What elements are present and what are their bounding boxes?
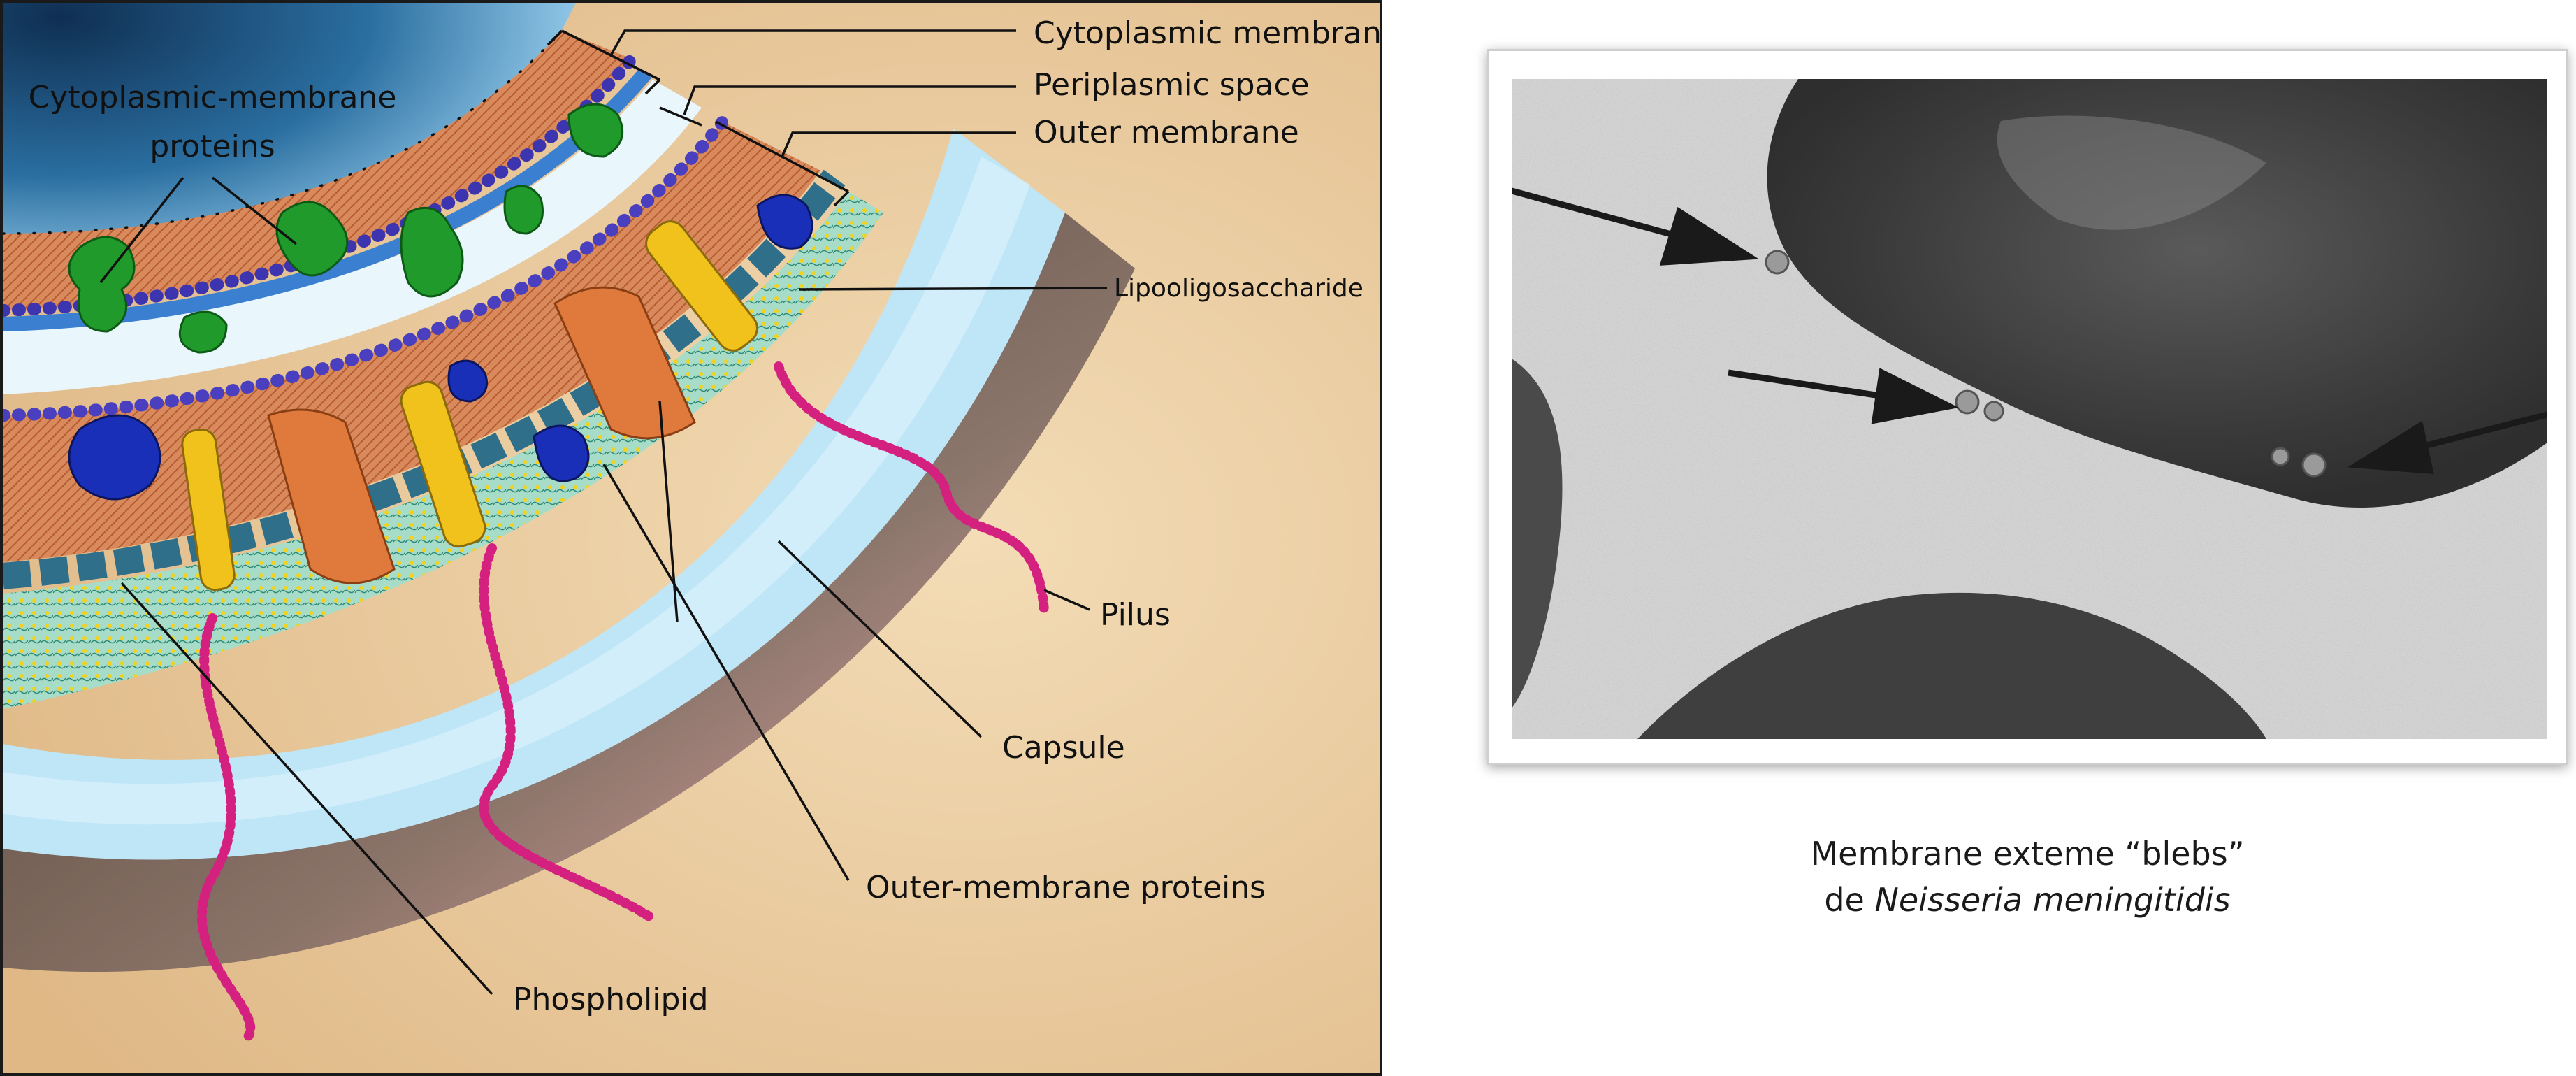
leader-outer-membrane-proteins-a [602,464,850,881]
porins-orange [267,286,696,584]
bacterium-lower [1637,592,2266,739]
label-phospholipid: Phospholipid [513,982,709,1017]
porins-yellow [181,220,758,591]
cm-heads-outer [3,29,563,235]
leader-pilus [1043,589,1090,611]
om-heads-outer [3,115,729,422]
label-outer-membrane: Outer membrane [1034,115,1299,150]
outer-membrane-proteins-blue [68,194,813,501]
electron-micrograph [1512,79,2547,739]
leader-outer-membrane-proteins-b [658,401,679,622]
micrograph-caption: Membrane exteme “blebs” de Neisseria men… [1487,831,2568,923]
caption-prefix: de [1824,881,1865,919]
caption-species: Neisseria meningitidis [1874,881,2231,919]
bacterium-upper-texture [1997,115,2266,230]
bacterium-left [1512,359,1563,708]
bacterium-upper [1767,79,2547,508]
label-capsule: Capsule [1002,730,1125,766]
membrane-blebs [1765,250,2327,478]
label-periplasmic-space: Periplasmic space [1034,67,1310,103]
leader-lipooligosaccharide [799,287,1108,291]
leader-capsule [777,540,983,738]
arrow-2 [1728,369,1904,403]
bacterial-envelope-diagram: Cytoplasmic membrane Periplasmic space O… [0,0,1382,1076]
label-cm-proteins-line2: proteins [150,129,275,164]
label-lipooligosaccharide: Lipooligosaccharide [1114,274,1363,303]
arrow-1-head [1659,207,1759,266]
periplasmic-space [3,80,702,394]
caption-line-2: de Neisseria meningitidis [1487,877,2568,923]
bracket-periplasmic-space [659,106,702,127]
pili [197,361,1049,1042]
om-lps-core [3,169,846,589]
electron-micrograph-frame [1487,49,2568,765]
label-pilus: Pilus [1100,597,1171,633]
leader-periplasmic-space [683,85,1016,115]
arrow-2-head [1871,368,1959,424]
arrow-3-head [2347,420,2434,474]
capsule-shading [3,157,1030,825]
leader-outer-membrane [781,131,1016,157]
cytoplasmic-membrane-bilayer [3,31,632,310]
leader-cytoplasmic-membrane [609,29,1016,56]
diagram-illustration: Cytoplasmic membrane Periplasmic space O… [3,3,1382,1073]
leader-phospholipid [120,582,493,996]
leader-cm-proteins-a [99,176,184,284]
micrograph-arrows [1512,187,2547,474]
caption-line-1: Membrane exteme “blebs” [1810,835,2245,873]
label-cytoplasmic-membrane: Cytoplasmic membrane [1034,15,1382,51]
label-cm-proteins-line1: Cytoplasmic-membrane [29,80,397,115]
label-outer-membrane-proteins: Outer-membrane proteins [866,870,1266,905]
leader-cm-proteins-b [211,176,298,245]
